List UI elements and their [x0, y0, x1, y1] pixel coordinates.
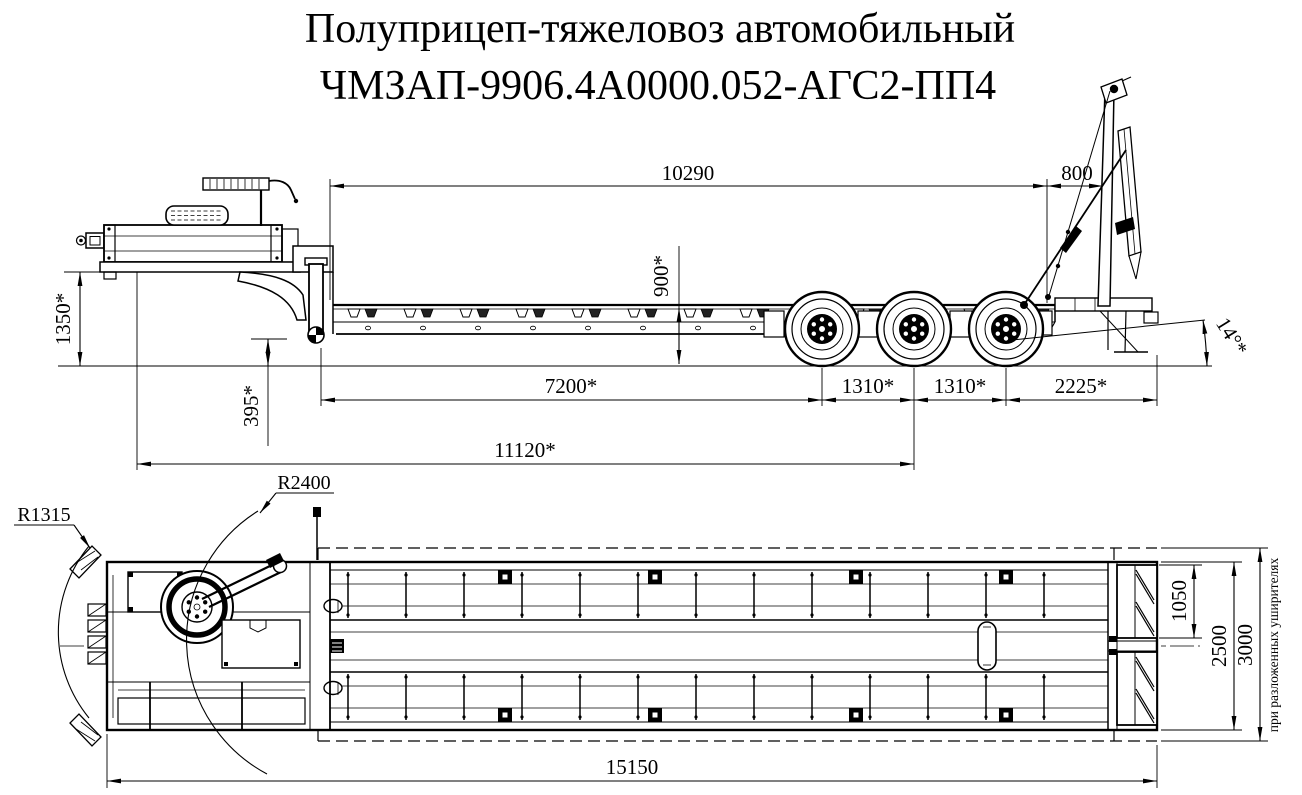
dim-platform-length: 10290: [662, 161, 715, 185]
crank-handle: [268, 179, 296, 200]
wheel-axle-1: [783, 290, 861, 368]
title-block: Полуприцеп-тяжеловоз автомобильный ЧМЗАП…: [305, 6, 1015, 109]
top-view: R1315 R2400 1050 2500 3000 при разложенн…: [14, 472, 1281, 788]
dim-loading-height: 900*: [649, 255, 673, 297]
rear-ramp-folded: [1011, 76, 1206, 353]
corner-flap-bottom: [69, 713, 102, 747]
dim-ramp-width: 1050: [1167, 580, 1191, 622]
side-dimensions: 10290 800 900* 1350* 395* 7200* 1310* 13…: [51, 161, 1253, 470]
ramp-plan-lower: [1116, 651, 1158, 726]
dim-kingpin-to-bogie-center: 11120*: [494, 438, 555, 462]
deck-hatch-obround: [977, 621, 997, 671]
winch-bar: [202, 177, 270, 191]
dim-frame-clearance: 395*: [239, 385, 263, 427]
dim-overall-length: 15150: [606, 755, 659, 779]
dim-gooseneck-height: 1350*: [51, 293, 75, 346]
gooseneck: [75, 177, 334, 344]
dim-ramp-angle: 14°*: [1211, 313, 1253, 360]
corner-flap-top: [69, 545, 102, 579]
side-view: 10290 800 900* 1350* 395* 7200* 1310* 13…: [51, 76, 1253, 470]
axles-wheels: [763, 290, 1053, 368]
dim-platform-width: 2500: [1207, 625, 1231, 667]
dim-width-extended: 3000: [1233, 624, 1257, 666]
arc-r2400: [186, 510, 268, 775]
turnbuckle: [1060, 226, 1082, 253]
turn-radius-arcs: R1315 R2400: [14, 472, 334, 775]
side-steps: [87, 603, 107, 665]
dim-axle-spacing-1: 1310*: [842, 374, 895, 398]
width-note: при разложенных уширителях: [1266, 557, 1281, 732]
dim-kingpin-to-first-axle: 7200*: [545, 374, 598, 398]
arc-r1315: [57, 545, 90, 719]
title-line-1: Полуприцеп-тяжеловоз автомобильный: [305, 6, 1015, 52]
dim-axle-spacing-2: 1310*: [934, 374, 987, 398]
dim-rear-overhang: 800: [1061, 161, 1093, 185]
spare-wheel-plan: [160, 570, 234, 644]
hydraulic-cylinder: [308, 263, 324, 333]
wheel-axle-3: [967, 290, 1045, 368]
swan-neck: [237, 271, 307, 321]
wheel-axle-2: [875, 290, 953, 368]
dim-rear-section-length: 2225*: [1055, 374, 1108, 398]
spare-wheel-crane: [201, 553, 288, 608]
title-line-2: ЧМЗАП-9906.4А0000.052-АГС2-ПП4: [320, 63, 996, 109]
label-radius-front: R1315: [17, 504, 70, 526]
plan-gooseneck: [69, 545, 331, 747]
widener-extension-lines: [317, 547, 1157, 742]
label-radius-gooseneck: R2400: [277, 472, 330, 494]
plan-ramps: [1107, 562, 1158, 730]
toolbox-plan: [221, 619, 301, 669]
top-dimensions: 1050 2500 3000 при разложенных уширителя…: [106, 547, 1281, 788]
